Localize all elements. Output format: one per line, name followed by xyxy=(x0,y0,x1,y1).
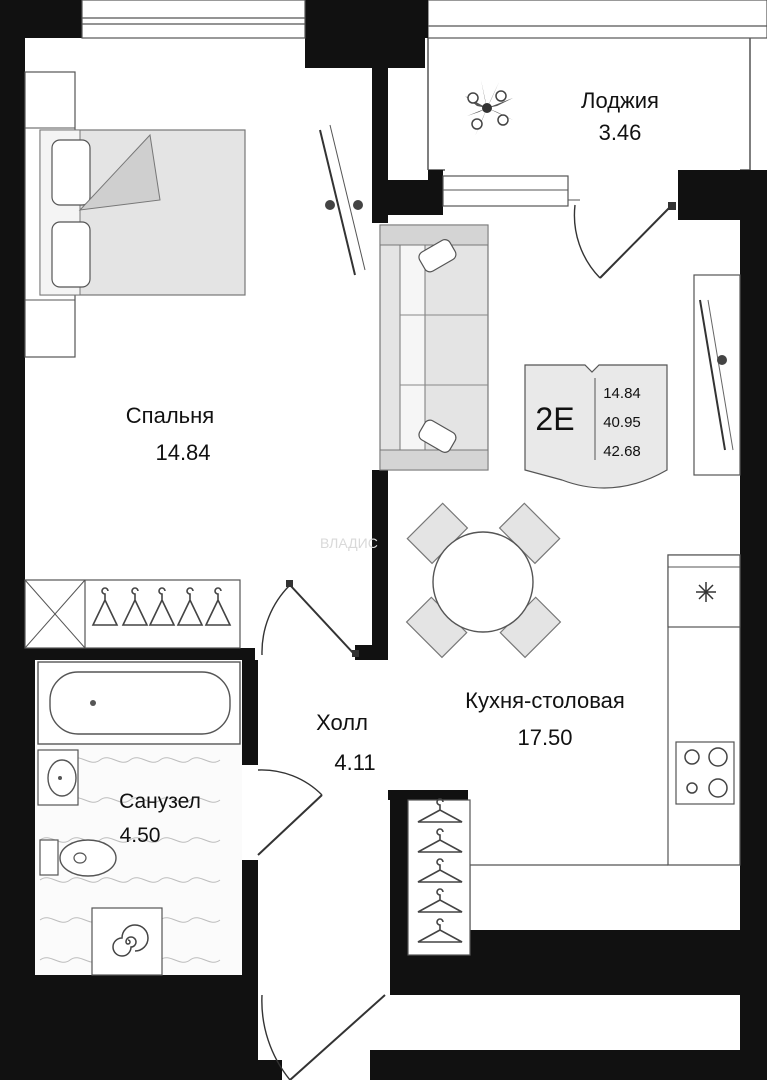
hanger-icons-bedroom xyxy=(91,587,232,626)
badge-area-1: 14.84 xyxy=(603,385,641,402)
sofa xyxy=(379,224,489,471)
watermark: ВЛАДИС xyxy=(320,535,378,551)
bedroom-area-value: 14.84 xyxy=(155,440,210,465)
plant-icon xyxy=(465,80,513,138)
bedroom-window-door xyxy=(319,124,366,276)
dining-table xyxy=(405,502,562,659)
bathroom-door xyxy=(257,769,323,856)
bathroom-area-value: 4.50 xyxy=(120,824,161,847)
loggia-name: Лоджия xyxy=(581,88,659,113)
stove-icon xyxy=(675,741,735,805)
kitchen-window xyxy=(693,274,741,476)
hall-wardrobe xyxy=(407,799,471,956)
loggia-door xyxy=(573,202,676,279)
badge-area-2: 40.95 xyxy=(603,414,641,431)
loggia-area xyxy=(427,0,767,171)
bed xyxy=(39,129,246,296)
hanger-icons-hall xyxy=(417,798,463,943)
apartment-badge xyxy=(524,364,668,489)
washing-machine xyxy=(91,907,163,976)
bedroom-name: Спальня xyxy=(126,403,214,428)
loggia-window-frame xyxy=(442,175,580,207)
hall-name: Холл xyxy=(316,710,368,735)
window-top xyxy=(81,0,306,39)
badge-area-3: 42.68 xyxy=(603,443,641,460)
bathtub xyxy=(37,661,241,745)
kitchen-name: Кухня-столовая xyxy=(465,688,625,713)
sink xyxy=(37,749,79,806)
toilet xyxy=(39,839,117,877)
badge-type: 2E xyxy=(535,401,574,437)
bedroom-door xyxy=(261,580,359,657)
snowflake-icon xyxy=(696,582,716,602)
bedroom-wardrobe-bottom xyxy=(24,579,241,649)
loggia-area-value: 3.46 xyxy=(599,120,642,145)
kitchen-area-value: 17.50 xyxy=(517,725,572,750)
entry-door xyxy=(261,994,386,1080)
hall-area-value: 4.11 xyxy=(334,750,375,775)
bathroom-name: Санузел xyxy=(119,790,201,813)
